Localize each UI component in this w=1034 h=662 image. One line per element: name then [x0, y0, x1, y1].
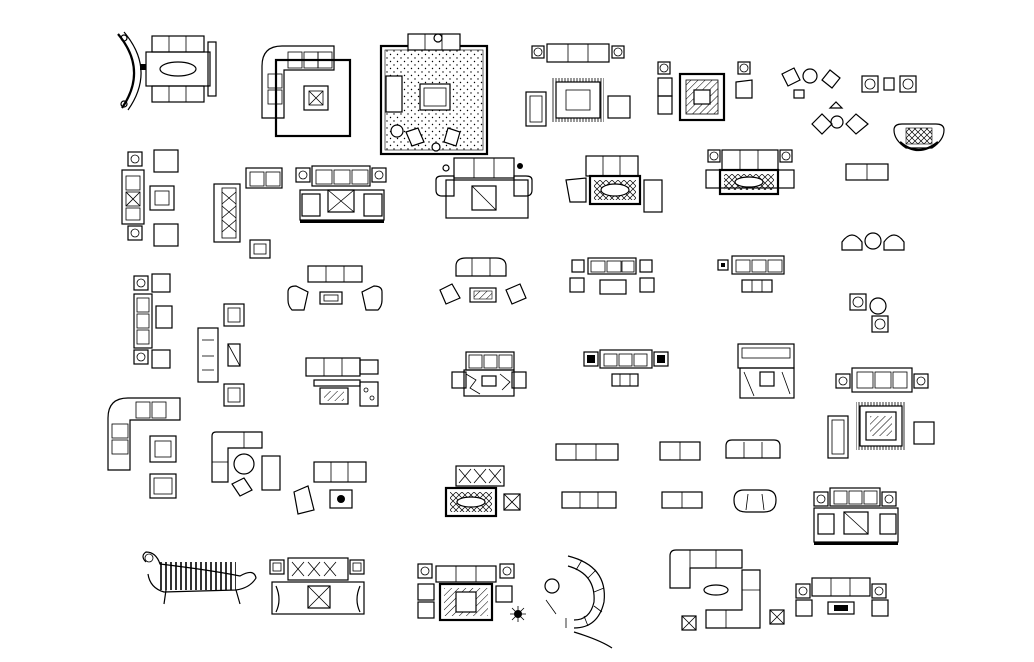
chairs-round-table-pair [849, 293, 889, 333]
curved-loveseat-rug [893, 123, 945, 152]
sectional-round-table [211, 431, 281, 497]
sofa-two-chairs-table [197, 303, 245, 407]
sofa-diamond-pattern [213, 167, 283, 259]
living-room-dotted-rug [379, 33, 489, 156]
chaise-lounge [142, 551, 257, 605]
chairs-hatched-rug [657, 61, 753, 122]
l-sectional-on-rug [261, 45, 352, 138]
sofa-coffee-table-storage [305, 357, 379, 407]
ornate-sofa-table [569, 257, 655, 295]
sofa-chairs-fringed-rug [525, 43, 631, 127]
chairs-rug-with-plant [417, 563, 526, 622]
sofa-coffee-table-base [295, 165, 387, 223]
l-sectional-oval-table [669, 549, 785, 631]
sofa-leaf-rug-small [444, 465, 521, 518]
sofa-curved-armchairs [287, 265, 383, 311]
sofa-chairs-column-left [133, 273, 173, 369]
sofa-zigzag-rug [451, 351, 527, 397]
sofa-black-side-tables [583, 349, 669, 387]
standalone-sofa-outlines [555, 439, 781, 513]
l-sectional-with-table [107, 397, 181, 499]
sofa-square-rug [737, 343, 795, 399]
sofa-rug-side-tables [705, 149, 795, 196]
arched-chairs-round-table [841, 232, 905, 251]
sofa-rug-fringed-right [827, 367, 935, 459]
sofa-small-side-tables [717, 255, 785, 293]
sofa-set-bottom-right [795, 577, 889, 617]
sofa-leaf-rug [565, 155, 663, 213]
sofa-chair-side-table [293, 461, 367, 515]
sofa-table-base-right [813, 487, 899, 545]
round-tables-chairs [781, 67, 917, 135]
sofa-armchairs-table [435, 157, 533, 219]
sofa-side-tables-left [121, 149, 179, 247]
curved-sofa-round-table [544, 555, 613, 649]
dining-set-curved-bench [117, 31, 217, 111]
ornate-sofa-set [269, 557, 365, 615]
loveseat-outline [845, 163, 889, 181]
sofa-round-chairs-table [439, 257, 527, 305]
